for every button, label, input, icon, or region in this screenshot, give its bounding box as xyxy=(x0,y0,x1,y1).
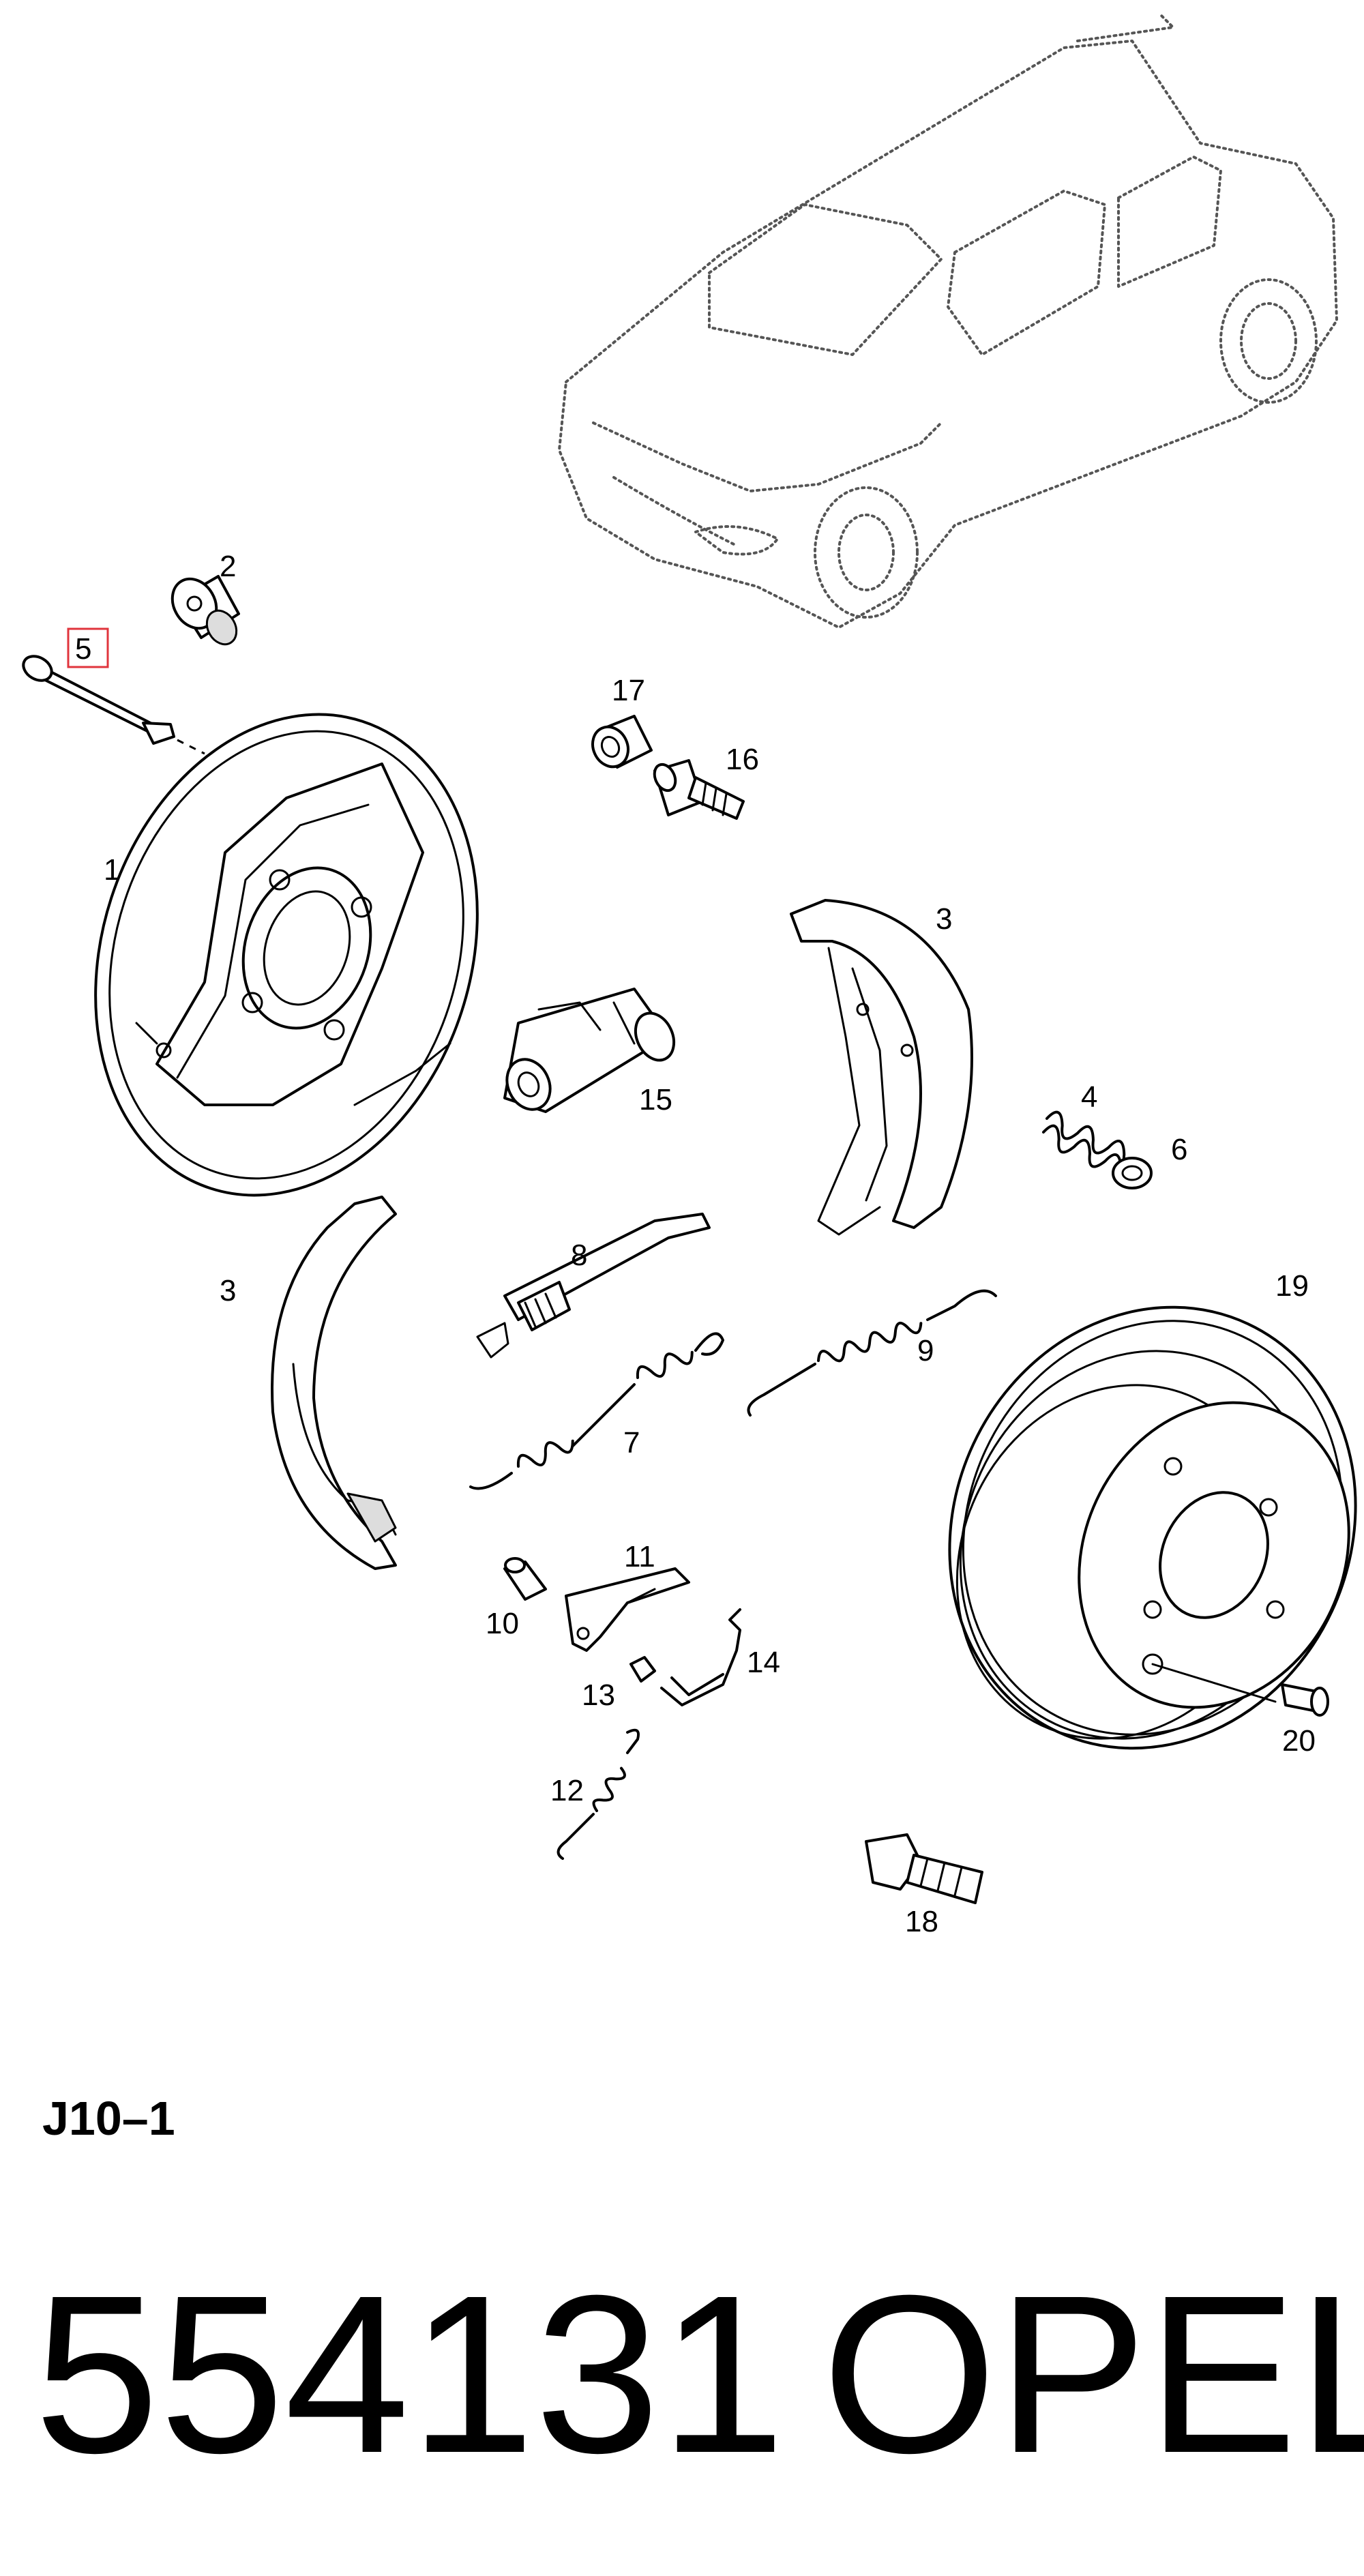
car-illustration xyxy=(558,12,1338,629)
callout-13: 13 xyxy=(582,1678,615,1712)
callout-20: 20 xyxy=(1282,1724,1316,1758)
callout-19: 19 xyxy=(1275,1269,1309,1303)
callout-5-highlight-box xyxy=(67,627,109,668)
spring-part-4 xyxy=(1042,1110,1141,1170)
callout-17: 17 xyxy=(612,674,645,707)
callout-2: 2 xyxy=(220,550,236,583)
wheel-cylinder-part xyxy=(503,988,676,1113)
brand-name: OPEL xyxy=(822,2248,1364,2500)
spring-part-9 xyxy=(747,1289,997,1417)
retainer-cup-part xyxy=(1112,1157,1153,1189)
spring-part-12 xyxy=(557,1728,640,1860)
callout-18: 18 xyxy=(905,1905,938,1938)
callout-4: 4 xyxy=(1081,1080,1097,1114)
callout-3-upper: 3 xyxy=(936,902,952,936)
lever-part xyxy=(565,1567,690,1652)
bolt-part xyxy=(865,1833,983,1904)
small-pin-part xyxy=(503,1557,547,1601)
part-number: 554131 xyxy=(34,2248,785,2500)
diagram-id: J10–1 xyxy=(42,2092,175,2145)
brake-shoe-lower xyxy=(271,1196,397,1570)
callout-12: 12 xyxy=(550,1774,584,1807)
pin-part xyxy=(22,655,205,755)
brake-shoe-upper xyxy=(790,899,973,1236)
callout-7: 7 xyxy=(623,1426,640,1460)
callout-10: 10 xyxy=(486,1607,519,1640)
washer-part xyxy=(629,1656,656,1683)
callout-6: 6 xyxy=(1171,1133,1187,1166)
adjuster-part xyxy=(476,1213,711,1359)
bushing-part xyxy=(591,715,653,769)
callout-8: 8 xyxy=(571,1239,587,1272)
callout-1: 1 xyxy=(104,853,120,887)
callout-3-lower: 3 xyxy=(220,1274,236,1307)
bleed-screw-part xyxy=(653,759,745,820)
callout-5: 5 xyxy=(75,632,91,666)
callout-9: 9 xyxy=(917,1334,934,1367)
plug-part xyxy=(170,575,240,646)
callout-15: 15 xyxy=(639,1083,672,1116)
callout-labels: 1 2 3 3 4 5 6 7 8 9 10 11 12 13 14 15 16… xyxy=(75,550,1316,1938)
rod-part xyxy=(660,1608,741,1706)
callout-14: 14 xyxy=(747,1646,780,1679)
backing-plate xyxy=(94,713,479,1197)
brake-drum-part xyxy=(948,1305,1357,1750)
spring-part-7 xyxy=(469,1332,724,1490)
screw-part xyxy=(1281,1683,1329,1717)
callout-16: 16 xyxy=(726,743,759,776)
callout-11: 11 xyxy=(624,1540,655,1573)
